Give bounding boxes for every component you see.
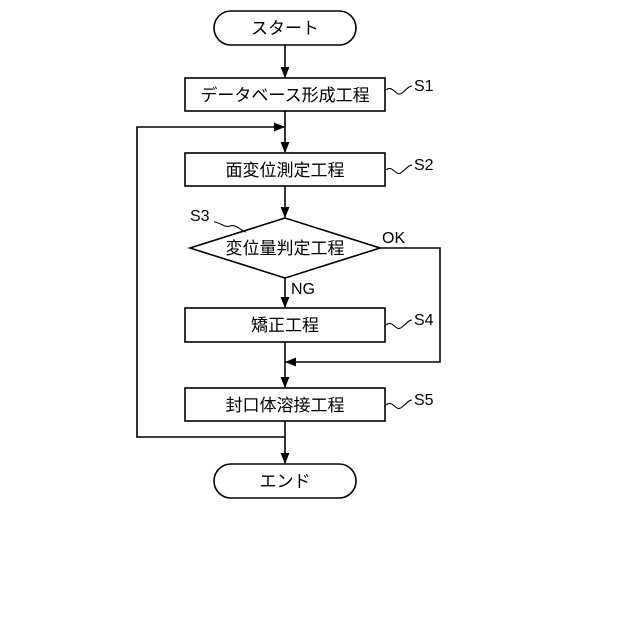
start-label: スタート [251, 19, 319, 39]
step-label-s2: S2 [414, 157, 434, 174]
s5-leader-line [386, 400, 412, 409]
step-label-s3: S3 [190, 208, 210, 225]
process-s2-label: 面変位測定工程 [226, 161, 345, 181]
step-label-s5: S5 [414, 392, 434, 409]
process-s5-label: 封口体溶接工程 [226, 396, 345, 416]
step-label-s1: S1 [414, 78, 434, 95]
process-s4-label: 矯正工程 [251, 316, 319, 336]
branch-ok-label: OK [382, 230, 405, 247]
s2-leader-line [386, 165, 412, 174]
process-s1-label: データベース形成工程 [200, 85, 369, 106]
s4-leader-line [386, 320, 412, 329]
decision-s3-label: 変位量判定工程 [226, 239, 345, 259]
s1-leader-line [386, 86, 412, 94]
branch-ng-label: NG [291, 281, 315, 298]
s3-leader-line [214, 222, 246, 232]
step-label-s4: S4 [414, 312, 434, 329]
end-label: エンド [260, 472, 311, 492]
